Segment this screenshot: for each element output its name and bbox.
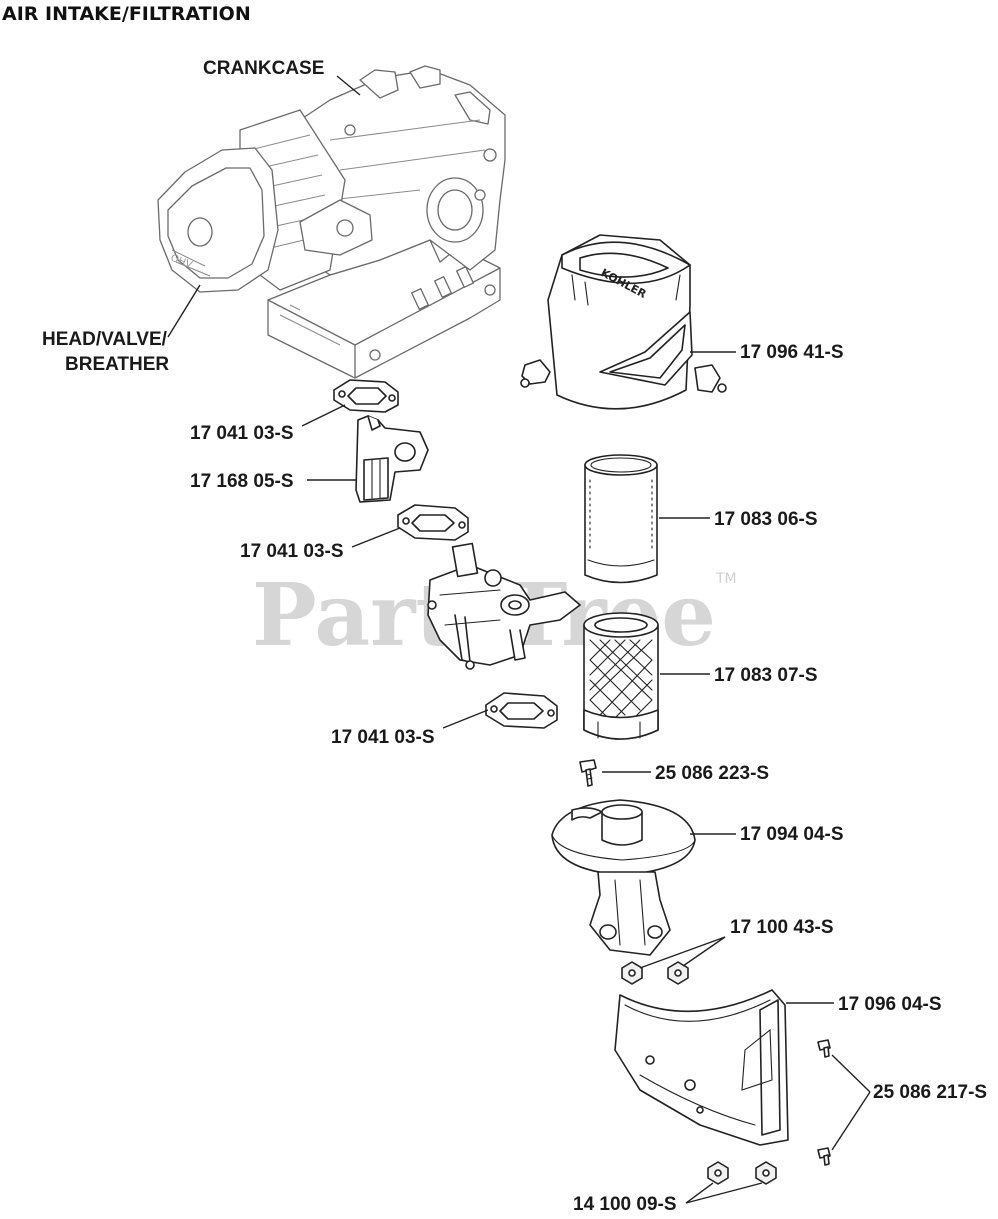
label-nuts-base: 17 100 43-S: [730, 917, 834, 938]
label-crankcase: CRANKCASE: [203, 58, 324, 79]
label-precleaner: 17 083 06-S: [714, 509, 818, 530]
label-gasket-low: 17 041 03-S: [331, 727, 435, 748]
air-cleaner-cover: KOHLER: [520, 234, 727, 410]
screw-bolt: [579, 759, 597, 787]
gasket-top: [333, 379, 399, 413]
shield-screws: [817, 1039, 831, 1166]
leader-crankcase: [336, 75, 361, 96]
label-screws-shield: 25 086 217-S: [873, 1082, 987, 1103]
label-cover: 17 096 41-S: [740, 342, 844, 363]
intake-spacer: [355, 415, 429, 503]
label-element: 17 083 07-S: [714, 665, 818, 686]
leader-screws-shield-b: [831, 1091, 871, 1151]
diagram-title: AIR INTAKE/FILTRATION: [2, 3, 251, 25]
label-head-valve: HEAD/VALVE/: [42, 329, 168, 350]
label-nuts-shield: 14 100 09-S: [573, 1194, 677, 1215]
label-spacer: 17 168 05-S: [190, 471, 294, 492]
air-cleaner-base: [551, 799, 696, 956]
label-gasket-mid: 17 041 03-S: [240, 541, 344, 562]
gasket-mid: [397, 504, 469, 541]
leader-nuts-base-a: [639, 936, 726, 969]
leader-screws-shield-a: [831, 1054, 871, 1093]
label-gasket-top: 17 041 03-S: [190, 423, 294, 444]
carburetor: [427, 542, 581, 670]
air-filter-element: [583, 612, 659, 740]
precleaner: [584, 454, 658, 584]
leader-nuts-shield-a: [685, 1182, 714, 1204]
base-nuts: [621, 961, 689, 985]
label-screw: 25 086 223-S: [655, 763, 769, 784]
leader-gasket-mid: [351, 527, 401, 548]
shield-nuts: [707, 1161, 777, 1185]
engine-crankcase-illustration: OHV: [157, 65, 506, 379]
label-breather: BREATHER: [65, 354, 169, 375]
leader-head: [167, 284, 201, 338]
leader-gasket-top: [301, 404, 346, 427]
label-shield: 17 096 04-S: [838, 994, 942, 1015]
leader-gasket-low: [442, 709, 489, 729]
watermark-tm: TM: [715, 571, 737, 587]
leader-nuts-shield-b: [685, 1182, 763, 1204]
label-base: 17 094 04-S: [740, 824, 844, 845]
leader-nuts-base-b: [682, 936, 726, 967]
gasket-low: [485, 692, 558, 729]
heat-shield: [614, 989, 789, 1146]
